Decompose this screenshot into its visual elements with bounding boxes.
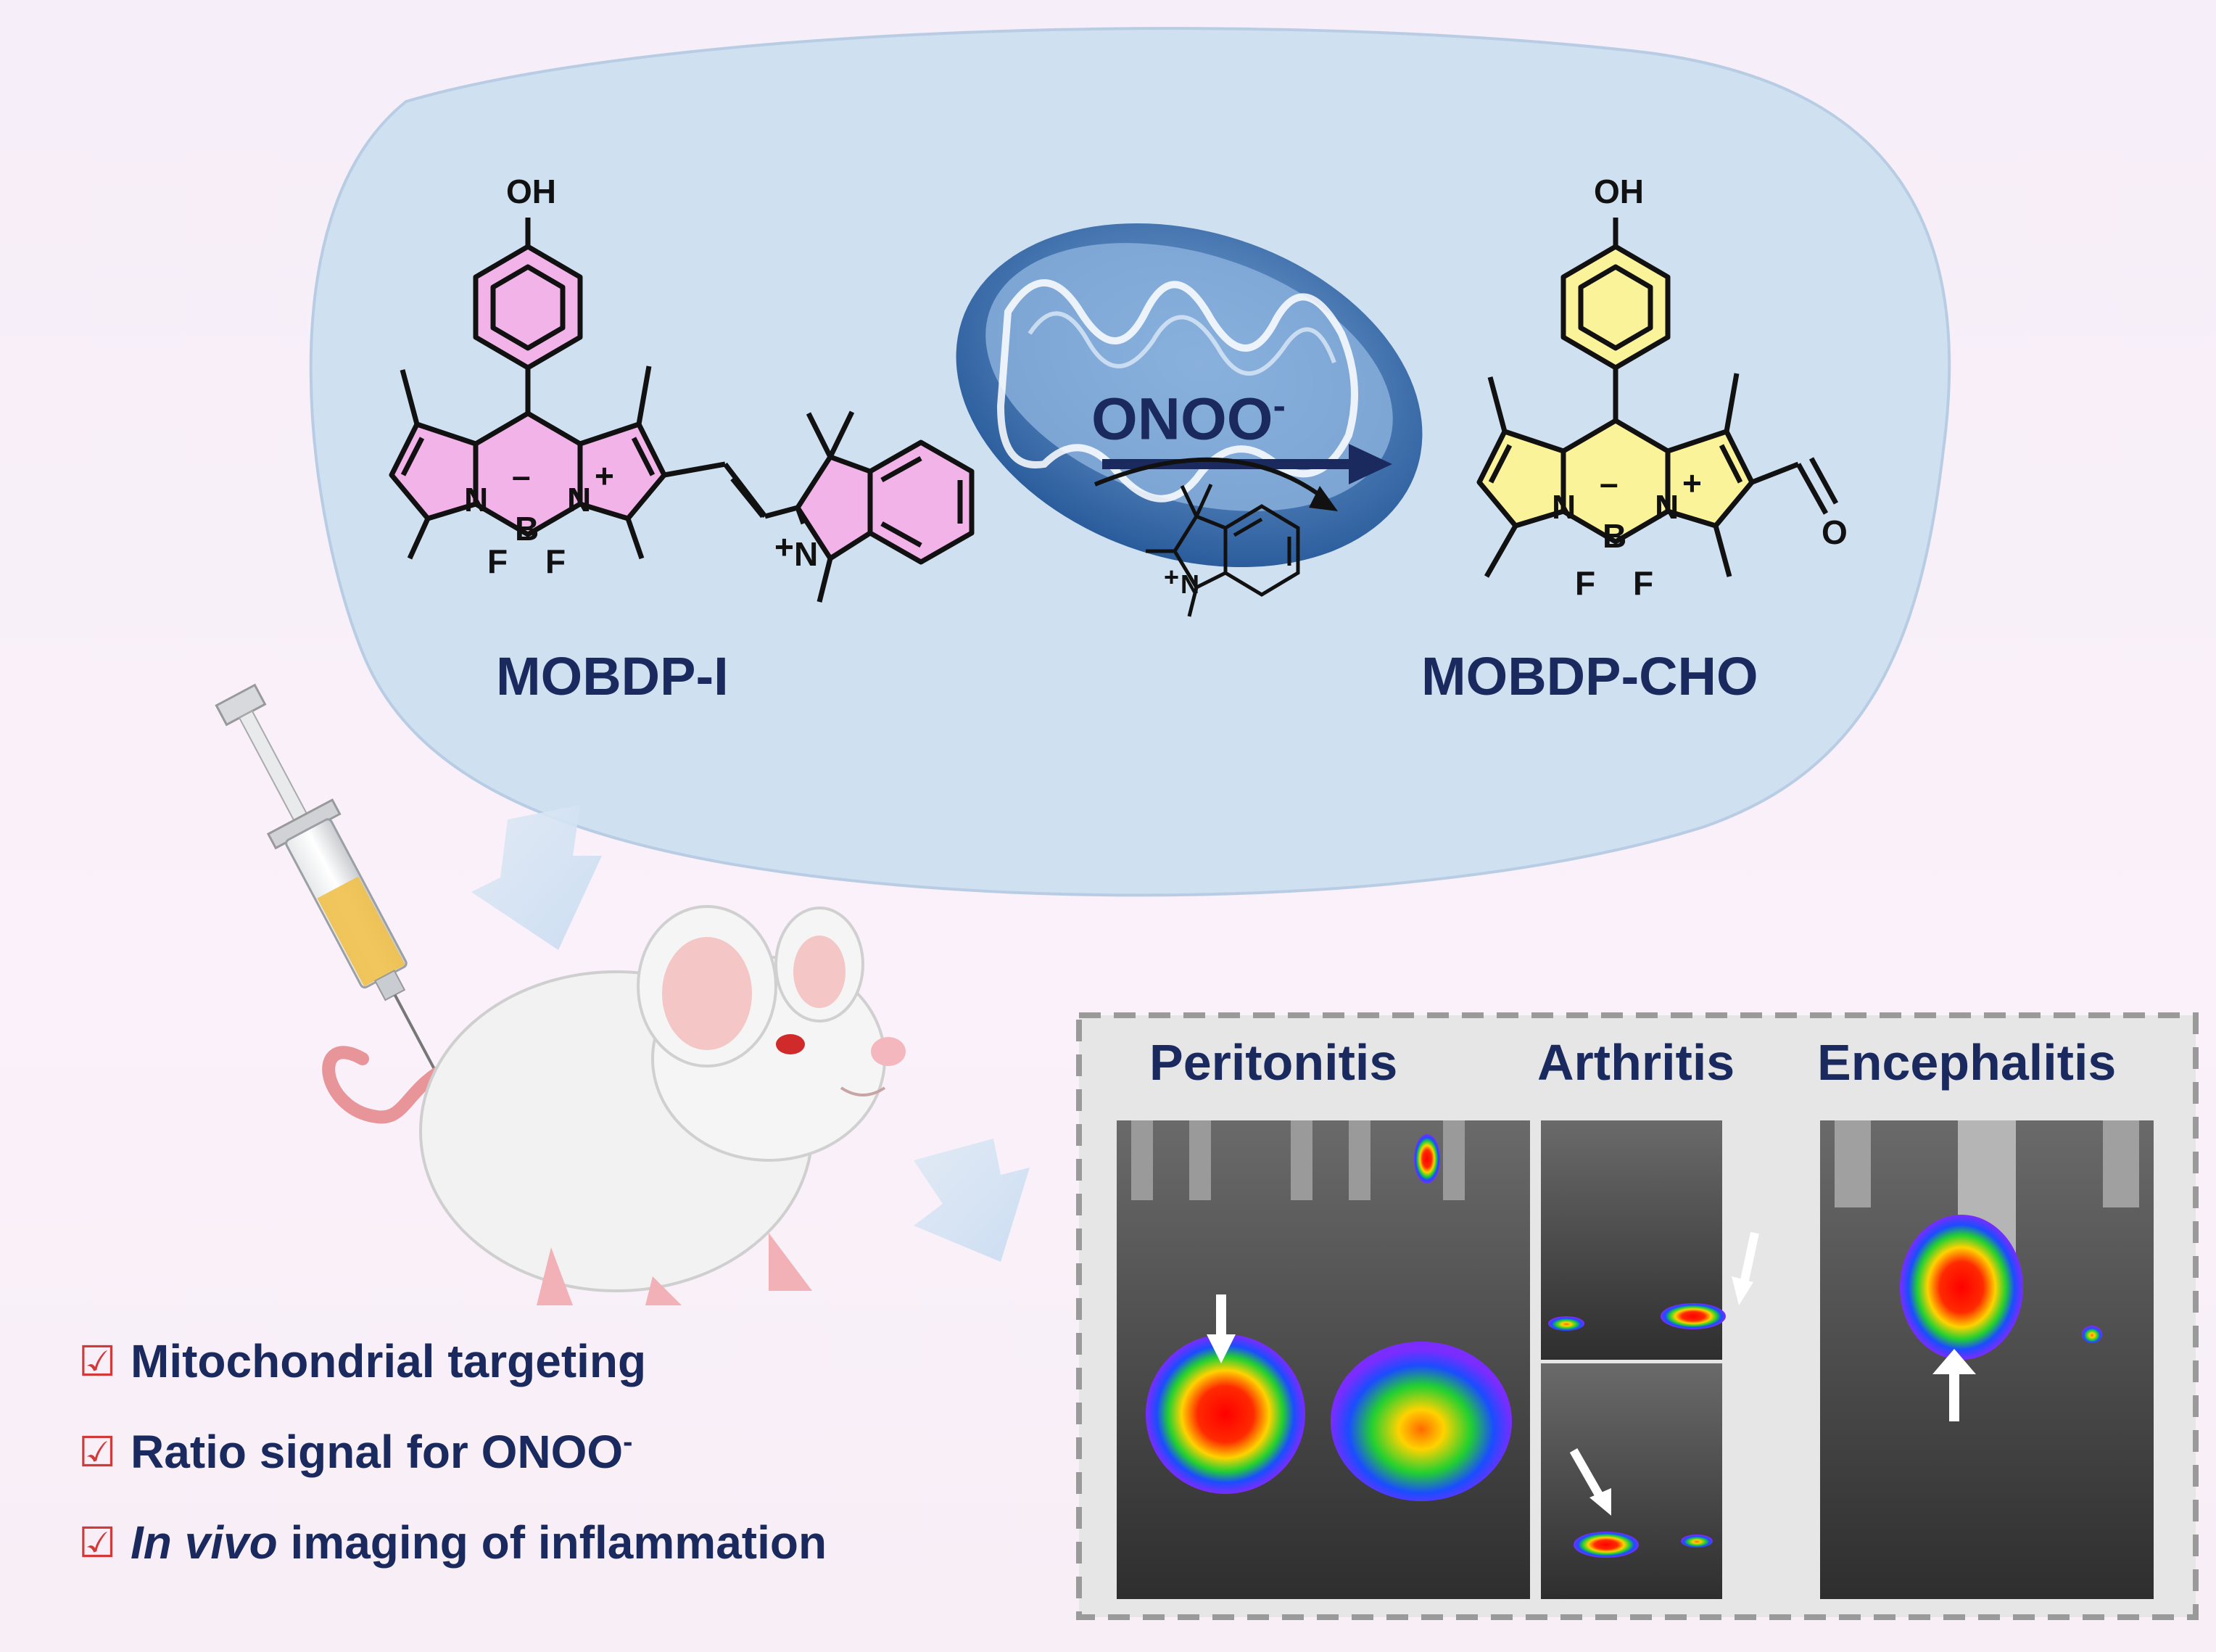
reactant-name: MOBDP-I xyxy=(496,646,729,706)
encephalitis-image xyxy=(1820,1120,2154,1599)
atom-n-2: N xyxy=(567,481,591,519)
atom-oh-1: OH xyxy=(506,173,556,210)
bullet-text: Mitochondrial targeting xyxy=(131,1335,647,1387)
atom-n-1: N xyxy=(464,481,488,519)
atom-f-4: F xyxy=(1633,564,1653,602)
atom-n-4: N xyxy=(1552,488,1576,526)
mobdp-cho-atoms: OH N N B F F – + O xyxy=(1552,173,1848,602)
checkbox-icon: ☑ xyxy=(78,1518,116,1567)
mobdp-cho-structure xyxy=(1476,218,1839,578)
title-arthritis: Arthritis xyxy=(1537,1034,1735,1091)
arthritis-image-top xyxy=(1541,1120,1759,1360)
atom-minus-1: – xyxy=(512,457,531,495)
title-encephalitis: Encephalitis xyxy=(1817,1034,2117,1091)
bullet-italic-text: In vivo xyxy=(131,1516,278,1569)
arthritis-image-bottom xyxy=(1541,1363,1722,1599)
atom-minus-2: – xyxy=(1600,464,1618,502)
atom-oh-2: OH xyxy=(1594,173,1644,210)
indolium-fragment xyxy=(1146,483,1300,617)
white-mouse xyxy=(322,905,906,1305)
bullet-mito-targeting: ☑ Mitochondrial targeting xyxy=(78,1334,646,1388)
flow-arrow-2 xyxy=(914,1139,1030,1262)
atom-f-2: F xyxy=(545,542,566,580)
atom-plus-1: + xyxy=(595,457,614,495)
reagent-label: ONOO- xyxy=(1091,384,1286,453)
checkbox-icon: ☑ xyxy=(78,1337,116,1386)
bullet-text: imaging of inflammation xyxy=(277,1516,827,1569)
reagent-text: ONOO xyxy=(1091,386,1273,453)
checkbox-icon: ☑ xyxy=(78,1427,116,1477)
peritonitis-image xyxy=(1117,1120,1530,1599)
mobdp-i-structure xyxy=(389,218,975,603)
bullet-text: Ratio signal for ONOO xyxy=(131,1426,624,1478)
atom-b-1: B xyxy=(515,510,539,548)
atom-n-5: N xyxy=(1655,488,1679,526)
atom-n-frag: N xyxy=(1181,569,1199,599)
reaction-arrow xyxy=(1093,444,1392,511)
atom-o-1: O xyxy=(1822,513,1848,551)
atom-f-3: F xyxy=(1575,564,1595,602)
mobdp-i-atoms: OH N N B F F – + N + xyxy=(464,173,818,580)
product-name: MOBDP-CHO xyxy=(1421,646,1758,706)
atom-b-2: B xyxy=(1603,517,1626,555)
reagent-superscript: - xyxy=(1273,385,1286,427)
atom-n-3: N xyxy=(794,535,818,573)
syringe xyxy=(215,683,442,1081)
atom-plus-3: + xyxy=(1682,464,1702,502)
atom-plus-frag: + xyxy=(1164,562,1179,592)
bullet-superscript: - xyxy=(623,1426,633,1458)
title-peritonitis: Peritonitis xyxy=(1149,1034,1398,1091)
bullet-in-vivo: ☑ In vivo imaging of inflammation xyxy=(78,1516,827,1569)
bullet-ratio-signal: ☑ Ratio signal for ONOO- xyxy=(78,1425,632,1479)
atom-f-1: F xyxy=(487,542,508,580)
flow-arrow-1 xyxy=(471,805,602,950)
atom-plus-2: + xyxy=(774,528,794,566)
mitochondrion xyxy=(956,223,1423,568)
